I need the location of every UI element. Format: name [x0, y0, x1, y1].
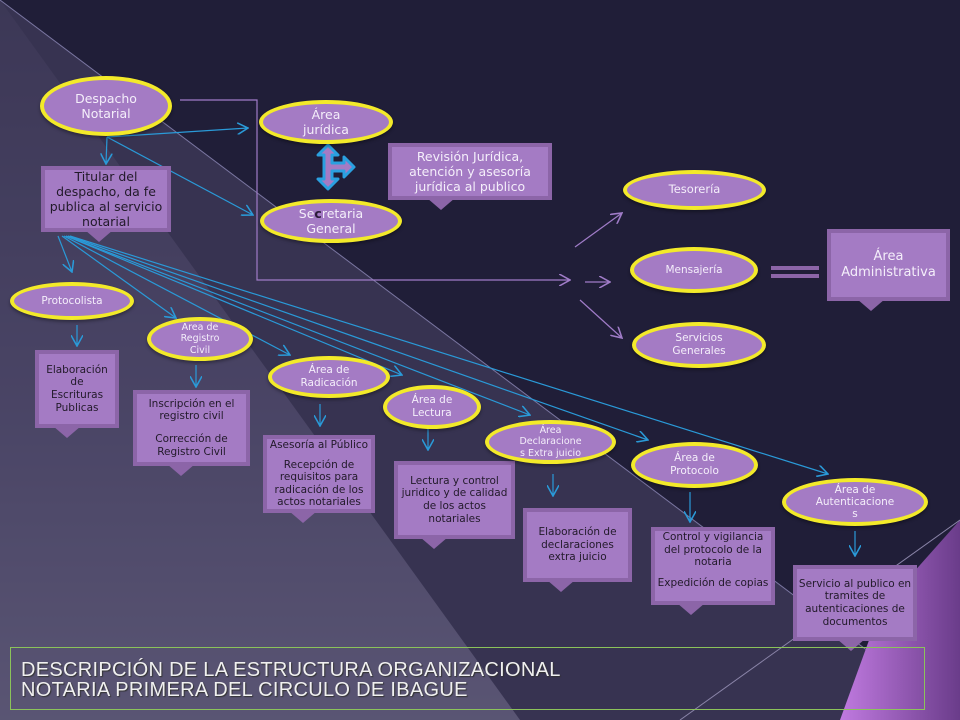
desc-autenticaciones: Servicio al publico en tramites de auten… — [793, 565, 917, 651]
title-box: DESCRIPCIÓN DE LA ESTRUCTURA ORGANIZACIO… — [10, 647, 925, 710]
node-despacho-notarial[interactable]: Despacho Notarial — [40, 76, 172, 136]
registro-desc-line2: Corrección de Registro Civil — [155, 433, 228, 458]
node-registro-civil[interactable]: Area de Registro Civil — [147, 317, 253, 361]
node-radicacion[interactable]: Área de Radicación — [268, 356, 390, 398]
radicacion-desc-line1: Asesoría al Público — [269, 439, 369, 451]
node-area-juridica[interactable]: Área jurídica — [259, 100, 393, 144]
desc-elaboracion-escrituras: Elaboración de Escrituras Publicas — [35, 350, 119, 438]
desc-protocolo: Control y vigilancia del protocolo de la… — [651, 527, 775, 615]
node-area-protocolo[interactable]: Área de Protocolo — [631, 442, 758, 488]
node-protocolista[interactable]: Protocolista — [10, 282, 134, 320]
node-secretaria-general[interactable]: Secretaria General — [260, 199, 402, 243]
registro-desc-line1: Inscripción en el registro civil — [148, 397, 235, 423]
node-titular-despacho[interactable]: Titular del despacho, da fe publica al s… — [41, 166, 171, 242]
node-area-administrativa[interactable]: Área Administrativa — [827, 229, 950, 311]
desc-lectura: Lectura y control juridico y de calidad … — [394, 461, 515, 549]
node-lectura[interactable]: Área de Lectura — [383, 385, 481, 429]
node-declaraciones-extra-juicio[interactable]: Área Declaracione s Extra juicio — [485, 420, 616, 464]
title-line-2: NOTARIA PRIMERA DEL CIRCULO DE IBAGUE — [21, 679, 468, 701]
title-line-1: DESCRIPCIÓN DE LA ESTRUCTURA ORGANIZACIO… — [21, 659, 561, 681]
desc-registro-civil: Inscripción en el registro civil Correcc… — [133, 390, 250, 476]
node-servicios-generales[interactable]: Servicios Generales — [632, 322, 766, 368]
secretaria-label-part1: Se — [298, 206, 315, 221]
desc-declaraciones: Elaboración de declaraciones extra juici… — [523, 508, 632, 592]
secretaria-label-bold: c — [314, 206, 322, 221]
protocolo-desc-line2: Expedición de copias — [657, 576, 769, 589]
protocolo-desc-line1: Control y vigilancia del protocolo de la… — [662, 531, 764, 569]
desc-radicacion: Asesoría al Público Recepción de requisi… — [263, 435, 375, 523]
radicacion-desc-line2: Recepción de requisitos para radicación … — [274, 458, 364, 509]
node-revision-juridica[interactable]: Revisión Jurídica, atención y asesoría j… — [388, 143, 552, 210]
node-tesoreria[interactable]: Tesorería — [623, 170, 766, 210]
node-autenticaciones[interactable]: Área de Autenticacione s — [782, 478, 928, 526]
node-mensajeria[interactable]: Mensajería — [630, 247, 758, 293]
secretaria-label-part2: retaria General — [306, 206, 364, 236]
